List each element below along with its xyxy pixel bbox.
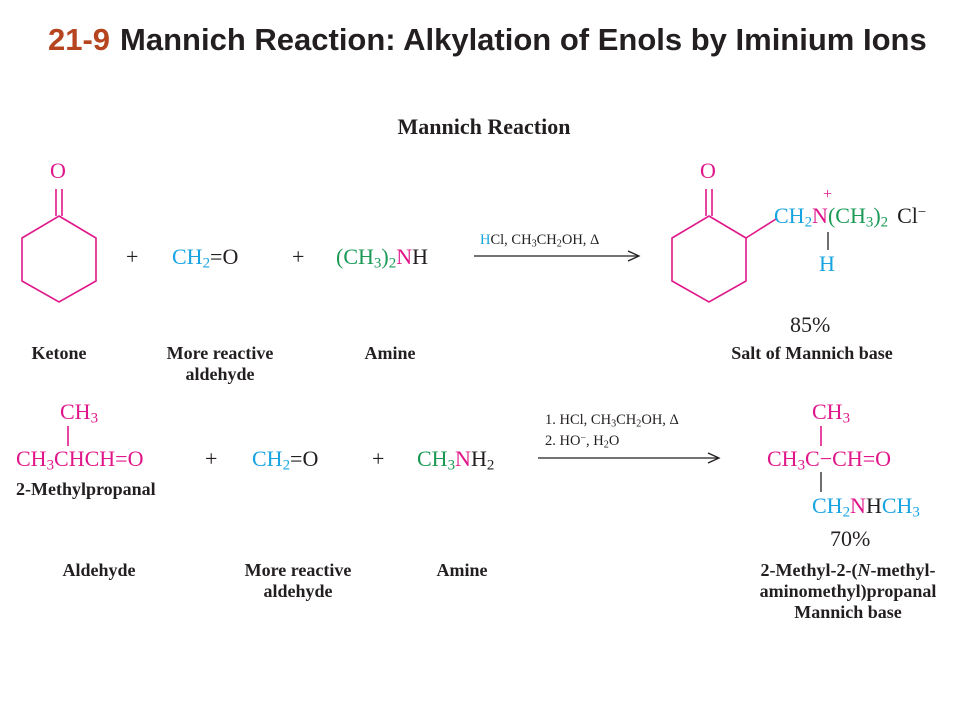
ammonium-charge: + [823, 186, 833, 203]
section-number: 21-9 [48, 22, 111, 57]
reaction-conditions-2a: 1. HCl, CH3CH2OH, Δ [545, 412, 679, 430]
page-title: 21-9 Mannich Reaction: Alkylation of Enol… [48, 22, 927, 58]
r2-isobutyraldehyde: CH3CHCH=O [16, 446, 144, 474]
title-text: Mannich Reaction: Alkylation of Enols by… [120, 22, 927, 57]
p2-aminomethyl: CH2NHCH3 [812, 493, 920, 521]
label-aldehyde: Aldehyde [62, 560, 136, 580]
ketone-oxygen: O [50, 158, 66, 183]
ring-to-ch2-bond [745, 218, 777, 239]
product-oxygen: O [700, 158, 716, 183]
reaction-conditions-2b: 2. HO−, H2O [545, 432, 620, 451]
r2-reactant-name: 2-Methylpropanal [16, 479, 156, 499]
plus-sign: + [372, 446, 385, 471]
yield-1: 85% [790, 312, 831, 337]
r2-methyl-top: CH3 [60, 399, 99, 427]
arrow-head-1 [627, 250, 641, 262]
label-mannich-base: 2-Methyl-2-(N-methyl-aminomethyl)propana… [759, 560, 937, 622]
ammonium-hydrogen: H [819, 251, 835, 276]
label-ketone: Ketone [31, 343, 87, 363]
yield-2: 70% [830, 526, 871, 551]
product-ring [671, 215, 747, 303]
plus-sign: + [205, 446, 218, 471]
dimethylamine: (CH3)2NH [336, 244, 428, 272]
arrow-head-2 [707, 452, 721, 464]
label-amine-2: Amine [436, 560, 488, 580]
methylamine: CH3NH2 [417, 446, 495, 474]
label-amine: Amine [364, 343, 416, 363]
reaction-conditions-1: HCl, CH3CH2OH, Δ [480, 232, 600, 250]
p2-main-chain: CH3C−CH=O [767, 446, 892, 474]
cyclohexanone-ring [21, 215, 97, 303]
formaldehyde-1: CH2=O [172, 244, 239, 272]
plus-sign: + [292, 244, 305, 269]
label-mannich-salt: Salt of Mannich base [731, 343, 893, 363]
p2-methyl-top: CH3 [812, 399, 851, 427]
formaldehyde-2: CH2=O [252, 446, 319, 474]
plus-sign: + [126, 244, 139, 269]
section-heading: Mannich Reaction [397, 114, 571, 139]
